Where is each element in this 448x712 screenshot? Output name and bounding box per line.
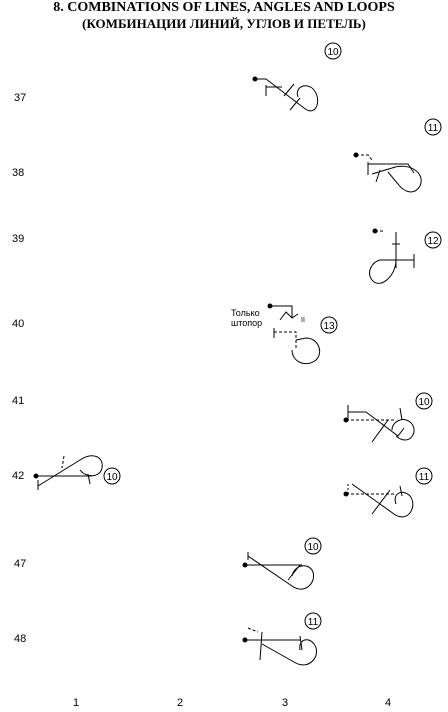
difficulty-badge: 12	[424, 231, 442, 249]
row-label-40: 40	[12, 318, 25, 330]
difficulty-badge: 13	[320, 316, 338, 334]
svg-text:10: 10	[106, 472, 118, 483]
column-label-3: 3	[282, 697, 289, 709]
figure-40: Только штопор II 13	[231, 303, 338, 365]
note-only-spin: Только	[231, 308, 260, 318]
svg-text:10: 10	[307, 542, 319, 553]
row-label-41: 41	[12, 395, 25, 407]
svg-text:10: 10	[327, 47, 339, 58]
svg-text:11: 11	[308, 617, 319, 628]
figure-47: 10	[242, 537, 322, 590]
difficulty-badge: 11	[424, 118, 442, 136]
column-label-2: 2	[177, 697, 184, 709]
row-label-37: 37	[14, 92, 27, 104]
figure-48: 11	[242, 612, 322, 666]
difficulty-badge: 10	[324, 42, 342, 60]
difficulty-badge: 11	[415, 467, 433, 485]
row-label-39: 39	[12, 233, 25, 245]
difficulty-badge: 10	[415, 392, 433, 410]
figure-42-col4: 11	[343, 467, 433, 518]
svg-text:12: 12	[427, 236, 439, 247]
svg-text:13: 13	[323, 321, 335, 332]
row-label-47: 47	[14, 558, 27, 570]
title-line-english: 8. COMBINATIONS OF LINES, ANGLES AND LOO…	[53, 0, 395, 15]
row-label-48: 48	[14, 633, 27, 645]
column-label-1: 1	[73, 697, 80, 709]
row-label-38: 38	[12, 167, 25, 179]
figure-41: 10	[343, 392, 433, 443]
difficulty-badge: 11	[304, 612, 322, 630]
figure-38: 11	[353, 118, 442, 193]
difficulty-badge: 10	[103, 467, 121, 485]
column-label-4: 4	[385, 697, 392, 709]
spin-mark: II	[301, 317, 305, 324]
note-corkscrew: штопор	[231, 318, 262, 328]
figure-39: 12	[369, 228, 442, 284]
row-label-42: 42	[12, 470, 25, 482]
title-line-russian: (КОМБИНАЦИИ ЛИНИЙ, УГЛОВ И ПЕТЕЛЬ)	[82, 16, 366, 31]
svg-text:10: 10	[418, 397, 430, 408]
svg-text:11: 11	[419, 472, 430, 483]
figure-37: 10	[252, 42, 342, 112]
svg-text:11: 11	[428, 123, 439, 134]
figure-42-col1: 10	[33, 455, 121, 490]
difficulty-badge: 10	[304, 537, 322, 555]
